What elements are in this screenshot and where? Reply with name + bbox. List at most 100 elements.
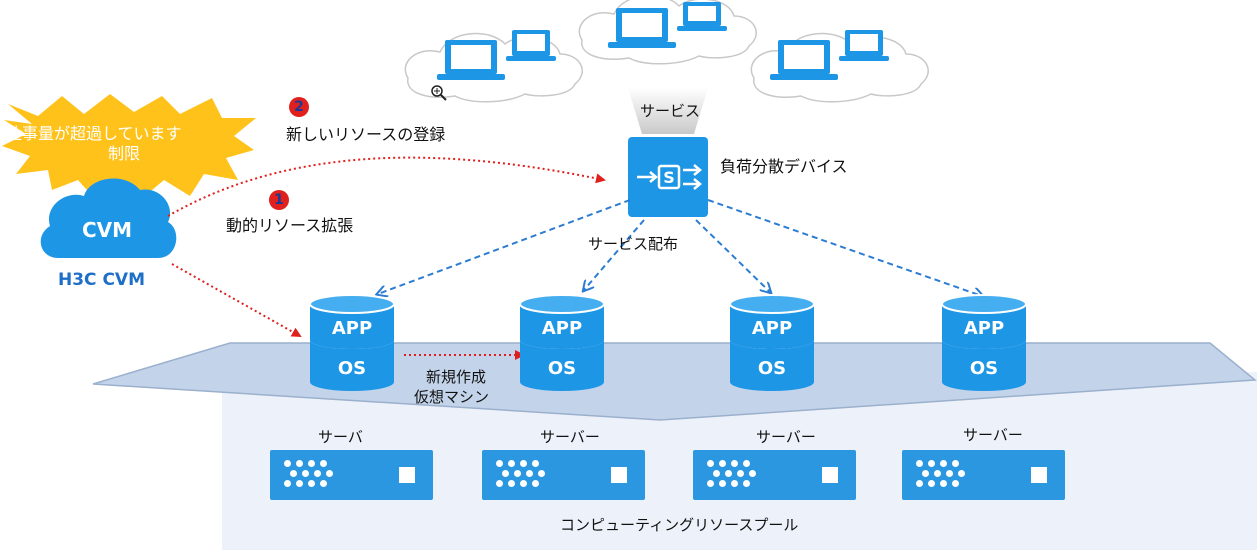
server-led [496, 480, 503, 487]
distribution-arrow [695, 219, 770, 292]
server-unit [902, 450, 1065, 500]
switch-icon [637, 164, 702, 190]
vm-os-label: OS [758, 358, 786, 379]
server-led [713, 470, 720, 477]
server-label: サーバー [756, 428, 816, 446]
load-balancer-device [628, 137, 708, 217]
new-vm-label-line1: 新規作成 [426, 368, 487, 386]
server-led [731, 460, 738, 467]
expand-arrow [171, 263, 302, 337]
warning-text-line2: 制限 [108, 144, 141, 163]
server-led [743, 460, 750, 467]
server-led [749, 470, 756, 477]
server-led [526, 470, 533, 477]
server-unit [693, 450, 856, 500]
step-2-badge: 2 [289, 97, 309, 117]
server-led [940, 460, 947, 467]
new-vm-label-line2: 仮想マシン [414, 388, 490, 406]
server-led [496, 460, 503, 467]
product-label: H3C CVM [58, 270, 146, 290]
load-balancer-icon-letter: S [663, 168, 675, 187]
server-led [326, 470, 333, 477]
server-led [934, 470, 941, 477]
service-funnel [628, 88, 708, 134]
server-label: サーバ [318, 428, 363, 446]
vm-os-label: OS [548, 358, 576, 379]
step-2-number: 2 [294, 99, 304, 115]
step-1-number: 1 [274, 192, 284, 208]
server-led [940, 480, 947, 487]
vm-stack: APP OS [309, 294, 395, 391]
server-led [719, 480, 726, 487]
server-led [302, 470, 309, 477]
laptop-icon [677, 2, 727, 31]
laptop-icon [437, 40, 505, 80]
server-led [532, 480, 539, 487]
server-led [952, 480, 959, 487]
server-led [952, 460, 959, 467]
server-led [284, 460, 291, 467]
register-arrow [167, 156, 606, 217]
server-led [922, 470, 929, 477]
distribution-arrow [378, 199, 631, 294]
laptop-icon [608, 8, 676, 48]
server-led [946, 470, 953, 477]
server-led [284, 480, 291, 487]
cvm-cloud [40, 178, 177, 258]
server-led [502, 470, 509, 477]
server-led [725, 470, 732, 477]
vm-stack: APP OS [729, 294, 815, 391]
vm-os-label: OS [338, 358, 366, 379]
server-unit [482, 450, 645, 500]
step-1-label: 動的リソース拡張 [226, 216, 354, 235]
server-led [707, 480, 714, 487]
service-label: サービス [640, 102, 701, 120]
server-led [320, 460, 327, 467]
step-1-badge: 1 [269, 190, 289, 210]
step-2-label: 新しいリソースの登録 [286, 125, 446, 144]
server-led [308, 460, 315, 467]
laptop-icon [839, 30, 889, 61]
server-led [508, 460, 515, 467]
pool-label: コンピューティングリソースプール [560, 516, 799, 534]
server-led [731, 480, 738, 487]
server-label: サーバー [540, 428, 600, 446]
server-led [290, 470, 297, 477]
server-led [520, 480, 527, 487]
vm-os-label: OS [970, 358, 998, 379]
server-led [320, 480, 327, 487]
laptop-icon [506, 30, 556, 61]
vm-app-label: APP [542, 318, 582, 339]
distribution-label: サービス配布 [588, 235, 679, 253]
distribution-arrow [584, 219, 645, 290]
server-led [532, 460, 539, 467]
vm-app-label: APP [752, 318, 792, 339]
server-led [958, 470, 965, 477]
server-led [308, 480, 315, 487]
server-led [508, 480, 515, 487]
vm-app-label: APP [332, 318, 372, 339]
load-balancer-label: 負荷分散デバイス [720, 157, 848, 176]
vm-stack: APP OS [941, 294, 1027, 391]
server-led [916, 460, 923, 467]
laptop-icon [770, 40, 838, 80]
server-led [707, 460, 714, 467]
server-led [719, 460, 726, 467]
server-led [928, 460, 935, 467]
user-cloud-right [750, 32, 929, 103]
server-led [296, 460, 303, 467]
server-led [538, 470, 545, 477]
server-led [520, 460, 527, 467]
vm-app-label: APP [964, 318, 1004, 339]
server-led [928, 480, 935, 487]
vm-stack: APP OS [519, 294, 605, 391]
distribution-arrow [707, 199, 982, 296]
server-led [743, 480, 750, 487]
warning-burst [2, 94, 256, 200]
server-led [737, 470, 744, 477]
server-unit [270, 450, 433, 500]
warning-text-line1: 仕事量が超過しています [6, 124, 182, 143]
zoom-cursor-icon [431, 85, 447, 101]
server-led [296, 480, 303, 487]
